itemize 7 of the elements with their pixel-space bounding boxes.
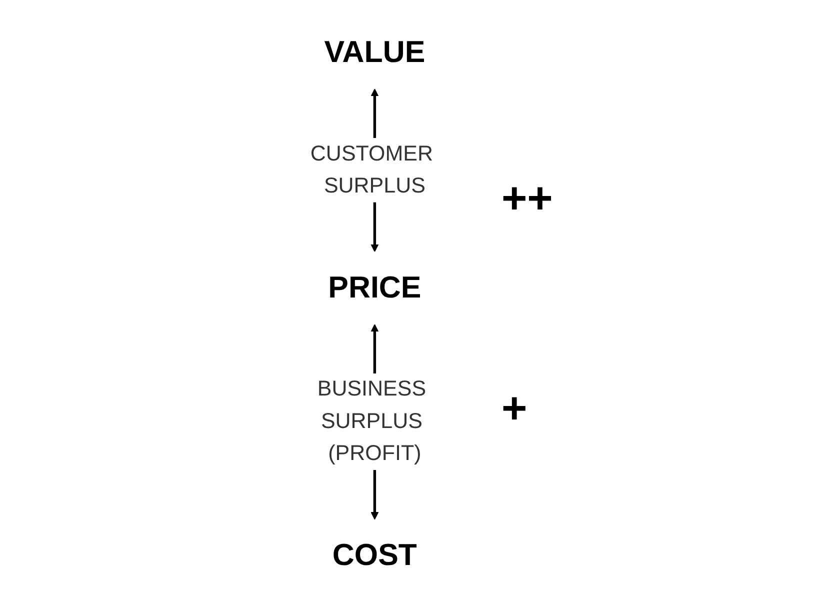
node-text: COST (332, 538, 418, 572)
edge-label: CUSTOMER SURPLUS (310, 142, 434, 198)
node-text: PRICE (328, 270, 422, 304)
edge-label: BUSINESS SURPLUS (PROFIT) (317, 376, 426, 466)
plus-rating: ++ (501, 174, 553, 224)
node-text: VALUE (324, 34, 426, 69)
plus-rating: + (501, 384, 528, 434)
